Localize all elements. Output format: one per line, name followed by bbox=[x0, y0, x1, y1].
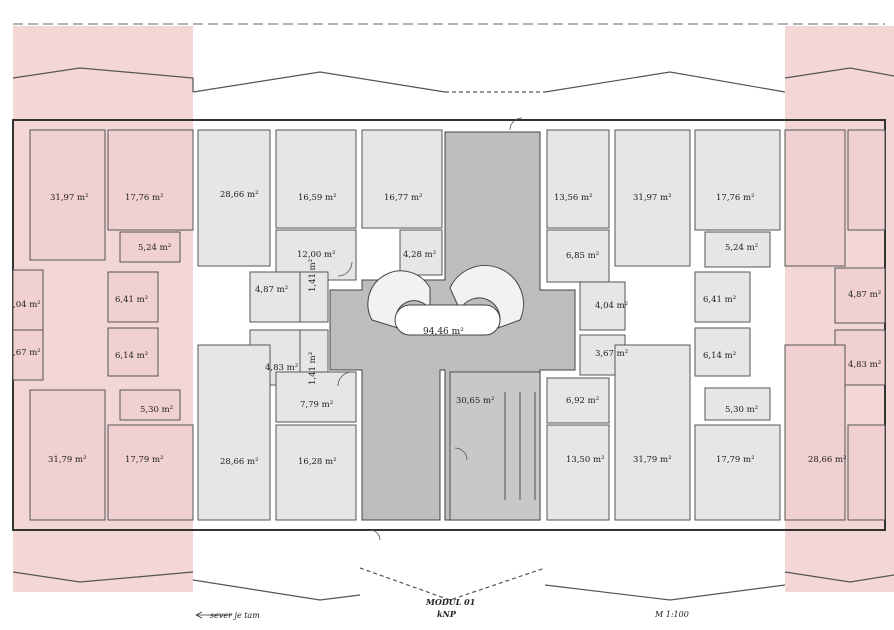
room-label: 31,79 m² bbox=[633, 455, 672, 465]
north-label: sever je tam bbox=[210, 611, 260, 620]
right-block bbox=[784, 129, 886, 521]
room-label: 4,04 m² bbox=[595, 301, 628, 311]
center-left-block bbox=[197, 129, 443, 521]
room-label: 17,76 m² bbox=[716, 193, 755, 203]
room-label: 31,97 m² bbox=[50, 193, 89, 203]
room-label: 16,59 m² bbox=[298, 193, 337, 203]
room-label: 3,67 m² bbox=[595, 349, 628, 359]
room-label: 5,30 m² bbox=[140, 405, 173, 415]
room-label: 30,65 m² bbox=[456, 396, 495, 406]
room-label: 31,97 m² bbox=[633, 193, 672, 203]
north-arrow-icon bbox=[195, 611, 203, 619]
door-swings bbox=[337, 117, 523, 541]
room-label: 1,41 m² bbox=[308, 352, 318, 385]
room-label: ,04 m² bbox=[13, 300, 41, 310]
room-label: 6,85 m² bbox=[566, 251, 599, 261]
room-label: 17,76 m² bbox=[125, 193, 164, 203]
room-label: 1,41 m² bbox=[308, 259, 318, 292]
center-right-block bbox=[546, 129, 781, 521]
room-label: 6,14 m² bbox=[115, 351, 148, 361]
room-label: 17,79 m² bbox=[716, 455, 755, 465]
room-label: 5,24 m² bbox=[138, 243, 171, 253]
room-labels: 31,97 m² 17,76 m² 5,24 m² 6,41 m² 6,14 m… bbox=[13, 190, 881, 467]
room-label: 6,92 m² bbox=[566, 396, 599, 406]
room-label: 5,30 m² bbox=[725, 405, 758, 415]
room-label: 5,24 m² bbox=[725, 243, 758, 253]
room-label: 28,66 m² bbox=[220, 457, 259, 467]
room-label: 28,66 m² bbox=[220, 190, 259, 200]
floor-label: kNP bbox=[437, 609, 457, 619]
roof-outline-top bbox=[12, 67, 894, 93]
room-label: 94,46 m² bbox=[423, 327, 464, 337]
scale-label: M 1:100 bbox=[654, 610, 689, 619]
room-label: 4,28 m² bbox=[403, 250, 436, 260]
room-label: 4,83 m² bbox=[265, 363, 298, 373]
caption: sever je tam MODUL 01 kNP M 1:100 bbox=[195, 597, 689, 620]
room-label: 6,14 m² bbox=[703, 351, 736, 361]
module-title: MODUL 01 bbox=[425, 597, 475, 607]
stair bbox=[367, 265, 524, 336]
room-label: 16,28 m² bbox=[298, 457, 337, 467]
room-label: 28,66 m² bbox=[808, 455, 847, 465]
ramp bbox=[449, 371, 541, 521]
room-label: 17,79 m² bbox=[125, 455, 164, 465]
room-label: 12,00 m² bbox=[297, 250, 336, 260]
room-label: ,67 m² bbox=[13, 348, 41, 358]
room-label: 6,41 m² bbox=[115, 295, 148, 305]
room-label: 16,77 m² bbox=[384, 193, 423, 203]
room-label: 4,87 m² bbox=[848, 290, 881, 300]
room-label: 4,83 m² bbox=[848, 360, 881, 370]
room-label: 13,56 m² bbox=[554, 193, 593, 203]
roof-outline-bottom bbox=[12, 567, 894, 601]
room-label: 6,41 m² bbox=[703, 295, 736, 305]
left-block bbox=[12, 129, 194, 521]
room-label: 7,79 m² bbox=[300, 400, 333, 410]
room-label: 31,79 m² bbox=[48, 455, 87, 465]
room-label: 4,87 m² bbox=[255, 285, 288, 295]
room-label: 13,50 m² bbox=[566, 455, 605, 465]
